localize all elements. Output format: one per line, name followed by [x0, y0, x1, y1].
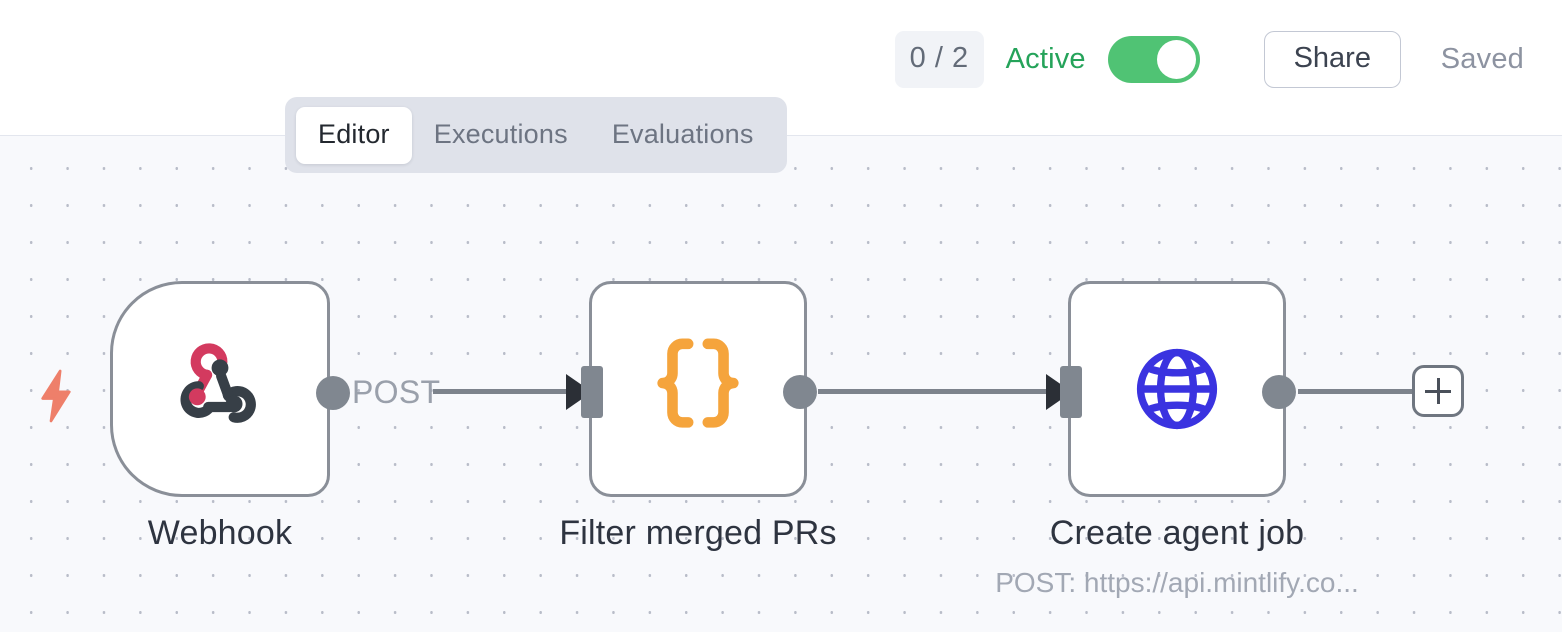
edge-line-webhook-filter	[433, 389, 570, 394]
node-filter-label: Filter merged PRs	[559, 514, 837, 552]
webhook-icon	[180, 343, 256, 423]
edge-line-http-add	[1298, 389, 1412, 394]
workflow-canvas[interactable]: POST Webhoo	[0, 136, 1562, 632]
edge-label-post: POST	[352, 374, 441, 410]
node-http-input-handle[interactable]	[1060, 366, 1082, 418]
node-http-output-handle[interactable]	[1262, 375, 1296, 409]
view-tabs: Editor Executions Evaluations	[285, 97, 787, 173]
run-count-badge: 0 / 2	[894, 31, 984, 88]
edge-line-filter-http	[818, 389, 1050, 394]
tab-editor[interactable]: Editor	[296, 106, 412, 164]
node-webhook[interactable]	[110, 281, 350, 497]
node-webhook-output-handle[interactable]	[316, 376, 350, 410]
workflow-active-toggle[interactable]	[1107, 36, 1200, 83]
tab-evaluations[interactable]: Evaluations	[611, 118, 754, 149]
curly-braces-icon	[657, 338, 739, 428]
active-status-label: Active	[1005, 43, 1086, 75]
node-filter-output-handle[interactable]	[783, 375, 817, 409]
tab-executions[interactable]: Executions	[433, 118, 568, 149]
node-webhook-label: Webhook	[147, 514, 293, 552]
add-node-button[interactable]	[1412, 365, 1464, 417]
toggle-knob	[1156, 40, 1196, 79]
node-http-sublabel: POST: https://api.mintlify.co...	[995, 567, 1359, 598]
lightning-bolt-icon	[36, 368, 76, 429]
node-filter-input-handle[interactable]	[581, 366, 603, 418]
saved-status-label: Saved	[1440, 43, 1524, 75]
share-button[interactable]: Share	[1263, 31, 1401, 88]
header-actions: 0 / 2 Active Share Saved	[894, 31, 1524, 88]
globe-icon	[1136, 348, 1218, 430]
node-http-request[interactable]	[1060, 281, 1296, 497]
node-filter[interactable]	[581, 281, 817, 497]
node-http-label: Create agent job	[1049, 514, 1305, 552]
